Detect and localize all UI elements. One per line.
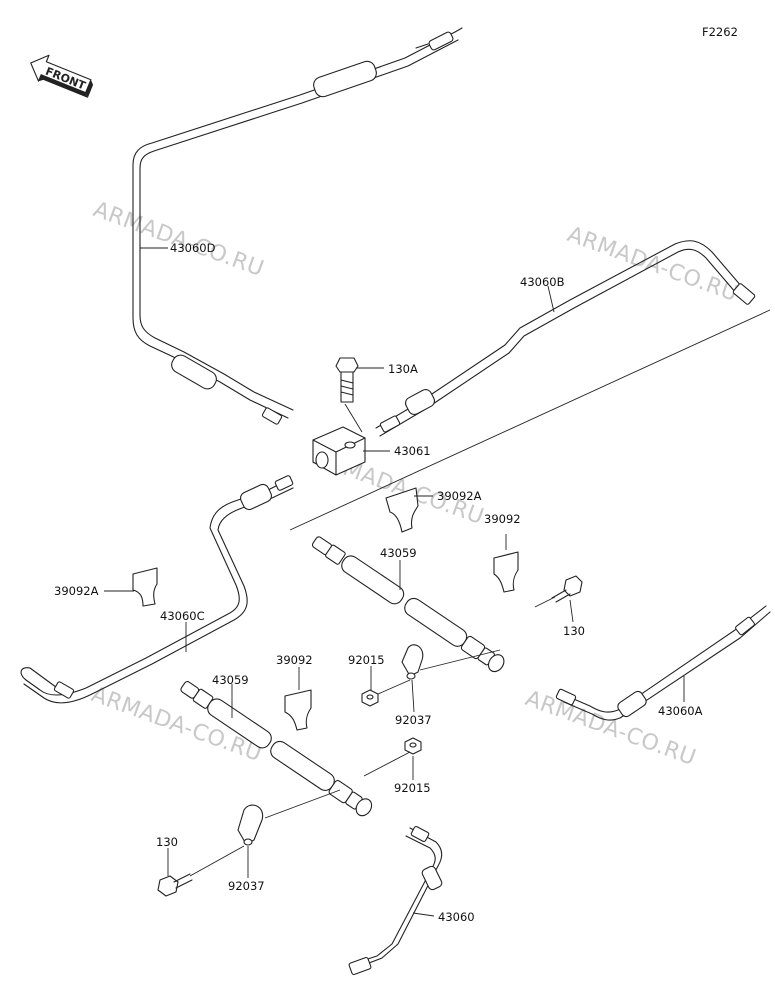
- part-label-92015-lower: 92015: [394, 781, 431, 795]
- part-label-39092-right: 39092: [484, 512, 521, 526]
- part-label-92037-upper: 92037: [395, 713, 432, 727]
- part-label-43061: 43061: [394, 444, 431, 458]
- part-label-43059-upper: 43059: [380, 546, 417, 560]
- part-label-43060a: 43060A: [658, 704, 703, 718]
- watermark-text: ARMADA-CO.RU: [564, 222, 741, 307]
- brake-pipe-43060b: [375, 240, 756, 437]
- callout-leaders: [104, 247, 685, 917]
- brake-joint-43061: [312, 426, 366, 476]
- nut-92015-lower: [404, 737, 422, 755]
- part-labels: 43060D 43060B 130A 43061 39092A 39092 43…: [54, 241, 703, 924]
- front-arrow-icon: FRONT: [30, 54, 94, 98]
- brake-hose-43059-lower: [180, 681, 373, 817]
- clip-39092a-left: [132, 567, 158, 607]
- part-label-39092a-left: 39092A: [54, 584, 99, 598]
- part-label-92037-lower: 92037: [228, 879, 265, 893]
- watermark-text: ARMADA-CO.RU: [90, 197, 267, 282]
- nut-92015-upper: [361, 689, 379, 707]
- part-label-43060c: 43060C: [160, 609, 205, 623]
- part-label-43060: 43060: [438, 910, 475, 924]
- clamp-92037-upper: [401, 644, 424, 680]
- clip-39092-mid: [284, 689, 312, 731]
- brake-pipe-43060d: [132, 27, 463, 425]
- part-label-130-right: 130: [563, 624, 585, 638]
- part-label-39092a-top: 39092A: [437, 489, 482, 503]
- assembly-lines: [189, 309, 771, 877]
- brake-hose-43059-upper: [311, 536, 505, 673]
- bolt-130-left: [157, 873, 193, 897]
- bolt-130-right: [551, 575, 583, 603]
- part-label-130-left: 130: [156, 835, 178, 849]
- part-label-130a: 130A: [388, 362, 418, 376]
- banjo-bolt-130a: [335, 357, 359, 403]
- part-label-43059-lower: 43059: [212, 673, 249, 687]
- part-label-39092-mid: 39092: [276, 653, 313, 667]
- clamp-92037-lower: [237, 804, 264, 846]
- part-label-43060d: 43060D: [170, 241, 216, 255]
- brake-pipe-43060a: [555, 605, 771, 721]
- part-label-43060b: 43060B: [520, 275, 565, 289]
- watermark-text: ARMADA-CO.RU: [522, 686, 699, 771]
- brake-pipe-43060: [348, 825, 443, 976]
- brake-pipe-43060c: [20, 475, 294, 704]
- clip-39092a-top: [385, 487, 419, 533]
- clip-39092-right: [493, 551, 519, 593]
- part-label-92015-upper: 92015: [348, 653, 385, 667]
- figure-code: F2262: [702, 25, 738, 39]
